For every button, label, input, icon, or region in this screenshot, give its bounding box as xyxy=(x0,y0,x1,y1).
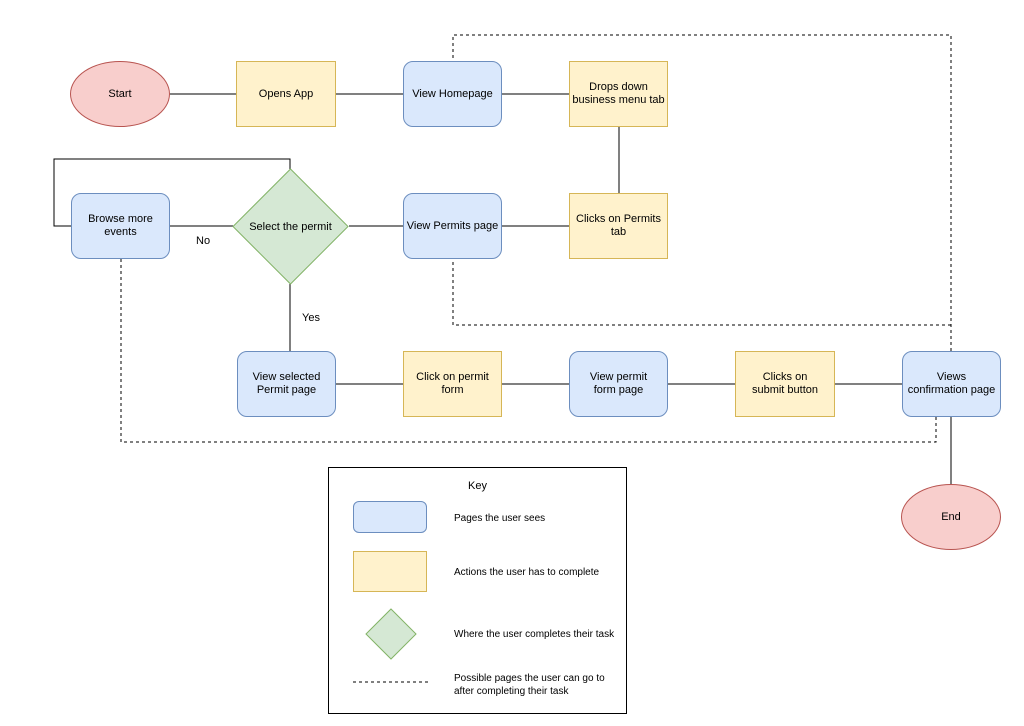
yes-label: Yes xyxy=(302,312,320,324)
legend-task-text: Where the user completes their task xyxy=(454,629,615,640)
legend-box: Key Pages the user sees Actions the user… xyxy=(328,467,627,714)
legend-actions-text: Actions the user has to complete xyxy=(454,567,600,578)
view-permits-page-label: View Permits page xyxy=(406,219,499,232)
views-confirmation-node: Views confirmation page xyxy=(902,351,1001,417)
dashed-confirmation-browse xyxy=(120,259,937,443)
clicks-submit-label: Clicks on submit button xyxy=(751,371,819,396)
legend-pages-text: Pages the user sees xyxy=(454,513,546,524)
end-label: End xyxy=(941,510,961,523)
legend-title: Key xyxy=(468,480,487,492)
start-node: Start xyxy=(70,61,170,127)
view-selected-permit-node: View selected Permit page xyxy=(237,351,336,417)
start-label: Start xyxy=(108,87,132,100)
opens-app-node: Opens App xyxy=(236,61,336,127)
legend-diamond-swatch xyxy=(365,608,417,660)
view-selected-permit-label: View selected Permit page xyxy=(252,371,321,396)
decision-diamond-shape xyxy=(232,168,349,285)
select-permit-decision: Select the permit xyxy=(232,168,349,285)
clicks-submit-node: Clicks on submit button xyxy=(735,351,835,417)
drops-down-menu-label: Drops down business menu tab xyxy=(572,81,665,106)
clicks-permits-tab-node: Clicks on Permits tab xyxy=(569,193,668,259)
end-node: End xyxy=(901,484,1001,550)
clicks-permits-tab-label: Clicks on Permits tab xyxy=(576,213,661,238)
browse-more-events-label: Browse more events xyxy=(88,213,153,238)
views-confirmation-label: Views confirmation page xyxy=(907,371,996,396)
click-permit-form-node: Click on permit form xyxy=(403,351,502,417)
legend-possible-text: Possible pages the user can go to after … xyxy=(454,673,605,697)
view-homepage-node: View Homepage xyxy=(403,61,502,127)
no-label: No xyxy=(196,235,211,247)
drops-down-menu-node: Drops down business menu tab xyxy=(569,61,668,127)
view-homepage-label: View Homepage xyxy=(412,87,493,100)
browse-more-events-node: Browse more events xyxy=(71,193,170,259)
view-permits-page-node: View Permits page xyxy=(403,193,502,259)
dashed-confirmation-homepage xyxy=(452,34,952,351)
view-permit-form-node: View permit form page xyxy=(569,351,668,417)
dashed-confirmation-permitspage xyxy=(452,259,951,326)
click-permit-form-label: Click on permit form xyxy=(416,371,489,396)
select-permit-label: Select the permit xyxy=(249,220,332,233)
view-permit-form-label: View permit form page xyxy=(589,371,648,396)
opens-app-label: Opens App xyxy=(258,87,314,100)
legend-dashed-swatch xyxy=(353,681,429,683)
edge-browse-loop xyxy=(53,158,291,227)
legend-page-swatch xyxy=(353,501,427,533)
legend-action-swatch xyxy=(353,551,427,592)
